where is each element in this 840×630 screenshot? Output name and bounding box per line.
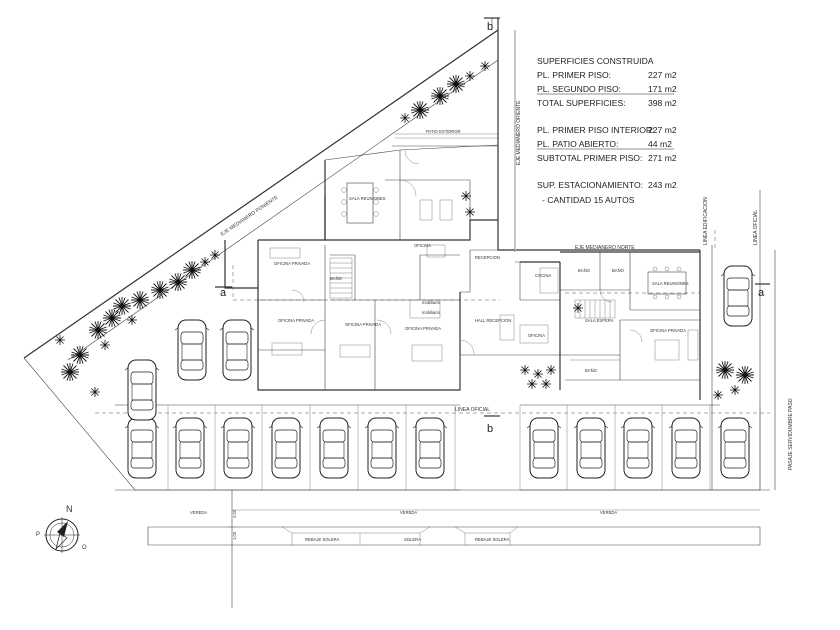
- room-label: SALA REUNIONES: [652, 281, 689, 286]
- summary-row-value: 44 m2: [648, 139, 672, 149]
- room-label: BAÑO: [330, 276, 343, 281]
- room-label: mobiliario: [422, 310, 441, 315]
- rebaje-solera-label: REBAJE SOLERA: [475, 537, 510, 542]
- room-label: BAÑO: [612, 268, 625, 273]
- room-label: OFICINA: [528, 333, 545, 338]
- section-marks: [215, 17, 770, 417]
- west-letter: P: [36, 532, 40, 538]
- summary-row-value: 271 m2: [648, 153, 677, 163]
- building-west-wing: [224, 133, 499, 391]
- room-label: OFICINA PRIVADA: [650, 328, 686, 333]
- room-label: OFICINA PRIVADA: [278, 318, 314, 323]
- room-label: SALA ESPERA: [585, 318, 614, 323]
- section-a-right: a: [758, 287, 765, 299]
- room-label: OFICINA PRIVADA: [274, 261, 310, 266]
- room-label: mobiliario: [422, 300, 441, 305]
- room-label: SALA REUNIONES: [349, 196, 386, 201]
- rebaje-solera-label: REBAJE SOLERA: [305, 537, 340, 542]
- section-a-left: a: [220, 287, 227, 299]
- north-arrow: [44, 517, 80, 553]
- axis-east-label: EJE MEDIANERO ORIENTE: [516, 100, 522, 165]
- building-east-wing: [459, 249, 755, 401]
- summary-row-label: TOTAL SUPERFICIES:: [537, 98, 626, 108]
- linea-oficial-label: LINEA OFICIAL: [455, 407, 490, 413]
- summary-row-value: 171 m2: [648, 84, 677, 94]
- vereda-label: VEREDA: [400, 510, 417, 515]
- summary-row-label: - CANTIDAD 15 AUTOS: [542, 195, 635, 205]
- vereda-label: VEREDA: [600, 510, 617, 515]
- axis-west-label: EJE MEDIANERO PONIENTE: [220, 194, 280, 237]
- vereda-label: VEREDA: [190, 510, 207, 515]
- room-label: COCINA: [535, 273, 551, 278]
- summary-row-label: PL. PRIMER PISO INTERIOR:: [537, 125, 654, 135]
- room-label: OFICINA PRIVADA: [405, 326, 441, 331]
- section-b-bottom: b: [487, 423, 493, 435]
- dimension-label: 1.00: [232, 531, 237, 540]
- east-letter: O: [82, 545, 87, 551]
- site-boundary: [23, 18, 776, 491]
- summary-row-label: PL. SEGUNDO PISO:: [537, 84, 621, 94]
- parking: [115, 265, 761, 491]
- summary-row-value: 227 m2: [648, 125, 677, 135]
- room-label: RECEPCION: [475, 255, 500, 260]
- section-b-top: b: [487, 21, 493, 33]
- stair-east: [574, 299, 616, 319]
- linea-edificacion-label: LINEA EDIFICACION: [703, 197, 709, 245]
- solera-label: SOLERA: [404, 537, 421, 542]
- summary-row-value: 227 m2: [648, 70, 677, 80]
- summary-row-label: PL. PATIO ABIERTO:: [537, 139, 619, 149]
- dimension-label: 4.00: [232, 509, 237, 518]
- room-label: BAÑO: [585, 368, 598, 373]
- summary-row-label: PL. PRIMER PISO:: [537, 70, 611, 80]
- linea-oficial-vertical-label: LINEA OFICIAL: [753, 210, 759, 245]
- dashed-lines: [95, 230, 770, 414]
- north-letter: N: [66, 504, 73, 514]
- summary-row-label: SUP. ESTACIONAMIENTO:: [537, 180, 643, 190]
- pasaje-label: PASAJE SERVIDUMBRE PASO: [788, 398, 794, 470]
- street: [147, 490, 761, 608]
- room-label: OFICINA PRIVADA: [345, 322, 381, 327]
- summary-row-label: SUBTOTAL PRIMER PISO:: [537, 153, 642, 163]
- room-label: BAÑO: [578, 268, 591, 273]
- axis-north-label: EJE MEDIANERO NORTE: [575, 245, 635, 251]
- room-label: HALL RECEPCION: [475, 318, 511, 323]
- stair-west: [329, 257, 353, 299]
- surface-summary: SUPERFICIES CONSTRUIDA PL. PRIMER PISO: …: [537, 56, 677, 205]
- room-label: OFICINA: [414, 243, 431, 248]
- room-label: PATIO EXTERIOR: [426, 129, 461, 134]
- summary-row-value: 243 m2: [648, 180, 677, 190]
- summary-row-value: 398 m2: [648, 98, 677, 108]
- summary-title: SUPERFICIES CONSTRUIDA: [537, 56, 654, 66]
